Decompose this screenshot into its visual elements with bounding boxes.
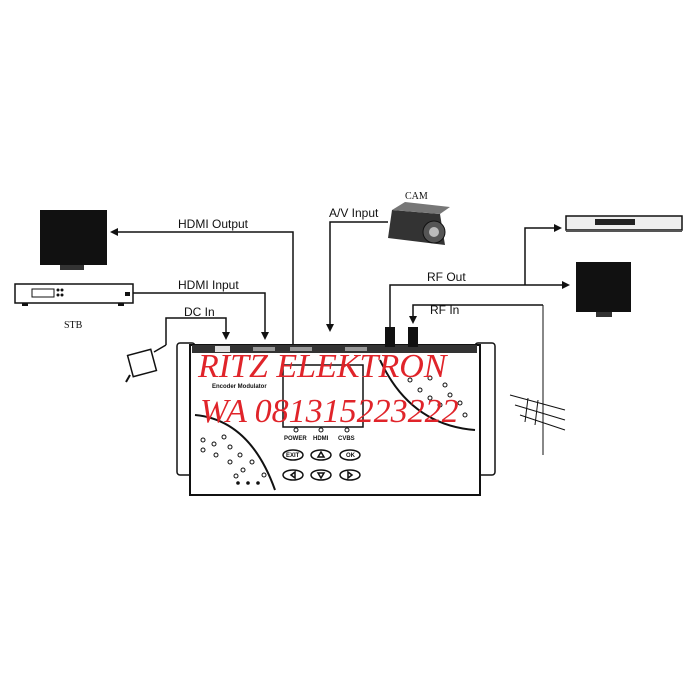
- ok-button-label: OK: [346, 453, 356, 459]
- down-arrow-icon: [316, 472, 326, 480]
- rf-out-line: [389, 281, 570, 330]
- power-led-label: POWER: [284, 436, 307, 442]
- cvbs-led-label: CVBS: [338, 436, 355, 442]
- tv-right-icon: [576, 262, 631, 317]
- dc-in-line: [165, 317, 230, 345]
- exit-button[interactable]: [282, 449, 304, 461]
- left-arrow-icon: [289, 470, 296, 480]
- device-buttons: [282, 449, 361, 481]
- camera-icon: [388, 202, 450, 245]
- rf-out-connector: [385, 327, 395, 347]
- power-adapter-icon: [125, 344, 167, 383]
- up-arrow-icon: [316, 450, 326, 458]
- av-input-label: A/V Input: [329, 206, 379, 220]
- hdmi-output-label: HDMI Output: [178, 217, 249, 231]
- hdmi-input-line: [133, 292, 269, 340]
- rf-in-label: RF In: [430, 303, 459, 317]
- antenna-icon: [509, 305, 566, 455]
- stb-label: STB: [64, 320, 83, 331]
- exit-button-label: EXIT: [286, 453, 300, 459]
- rf-out-label: RF Out: [427, 270, 466, 284]
- receiver-icon: [565, 215, 683, 232]
- stb-icon: [14, 283, 134, 306]
- rf-out-branch-line: [524, 224, 562, 285]
- right-arrow-icon: [347, 470, 354, 480]
- hdmi-led-label: HDMI: [313, 436, 329, 442]
- tv-left-icon: [40, 210, 107, 270]
- watermark-line-1: RITZ ELEKTRON: [197, 348, 449, 385]
- av-input-line: [326, 221, 388, 332]
- cvbs-led: [344, 427, 350, 433]
- rf-in-connector: [408, 327, 418, 347]
- power-led: [293, 427, 299, 433]
- rf-in-line: [409, 304, 543, 324]
- cam-label: CAM: [405, 191, 428, 202]
- device-name: Encoder Modulator: [212, 384, 267, 390]
- watermark-line-2: WA 081315223222: [200, 393, 459, 430]
- lcd-screen: [282, 364, 364, 428]
- ok-button[interactable]: [339, 449, 361, 461]
- encoder-modulator-device: Encoder Modulator POWER HDMI CVBS: [176, 327, 496, 496]
- dc-in-label: DC In: [184, 305, 215, 319]
- hdmi-output-line: [110, 228, 294, 345]
- hdmi-input-label: HDMI Input: [178, 278, 239, 292]
- hdmi-led: [318, 427, 324, 433]
